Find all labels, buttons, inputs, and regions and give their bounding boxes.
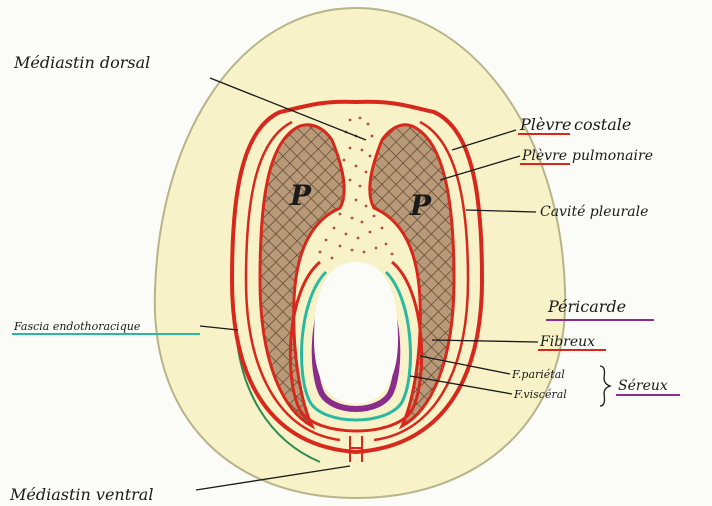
poumon-droit-label: P bbox=[409, 189, 432, 222]
coeur-cavite bbox=[314, 262, 398, 404]
label-mediastin-ventral: Médiastin ventral bbox=[9, 485, 153, 504]
label-pericarde: Péricarde bbox=[547, 297, 626, 316]
label-fibreux: Fibreux bbox=[539, 334, 595, 350]
label-sereux: Séreux bbox=[618, 378, 668, 394]
label-fascia-endothoracique: Fascia endothoracique bbox=[13, 320, 141, 333]
label-plevre-pulmonaire-a: Plèvre bbox=[521, 148, 567, 164]
label-plevre-costale-b: costale bbox=[574, 115, 631, 134]
label-plevre-pulmonaire-b: pulmonaire bbox=[572, 148, 653, 164]
brace-sereux bbox=[600, 366, 610, 406]
label-f-parietal: F.pariétal bbox=[511, 368, 565, 381]
label-mediastin-dorsal: Médiastin dorsal bbox=[13, 53, 150, 72]
label-f-visceral: F.viscéral bbox=[513, 388, 567, 401]
poumon-gauche-label: P bbox=[289, 179, 312, 212]
thoracic-wall bbox=[155, 8, 565, 498]
label-cavite-pleurale: Cavité pleurale bbox=[540, 204, 648, 220]
label-plevre-costale-a: Plèvre bbox=[519, 115, 572, 134]
